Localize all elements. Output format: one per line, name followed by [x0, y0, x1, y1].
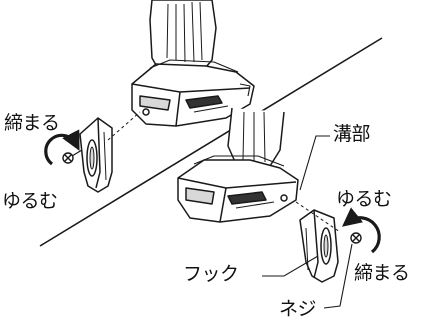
tool-right-side-view: [177, 107, 299, 223]
label-tighten-left: 締まる: [4, 112, 60, 134]
rotation-arrow-left: [44, 129, 80, 166]
screw-right: [350, 232, 362, 244]
label-screw: ネジ: [279, 298, 317, 320]
panel-divider: [39, 37, 383, 247]
alignment-line-left: [107, 111, 141, 141]
leader-screw: [323, 243, 353, 309]
hook-left: [79, 117, 113, 193]
label-hook: フック: [183, 263, 239, 285]
tool-left-side-view: [131, 0, 255, 127]
label-tighten-right: 締まる: [354, 262, 410, 284]
label-loosen-right: ゆるむ: [336, 188, 392, 210]
hook-right: [299, 209, 339, 283]
label-loosen-left: ゆるむ: [2, 190, 58, 212]
label-groove: 溝部: [333, 123, 371, 145]
screw-left: [62, 149, 83, 164]
rotation-arrow-right: [341, 207, 381, 254]
leader-hook: [262, 255, 319, 277]
alignment-line-right: [295, 201, 341, 233]
leader-groove: [299, 135, 330, 191]
leader-lines: [262, 135, 353, 309]
